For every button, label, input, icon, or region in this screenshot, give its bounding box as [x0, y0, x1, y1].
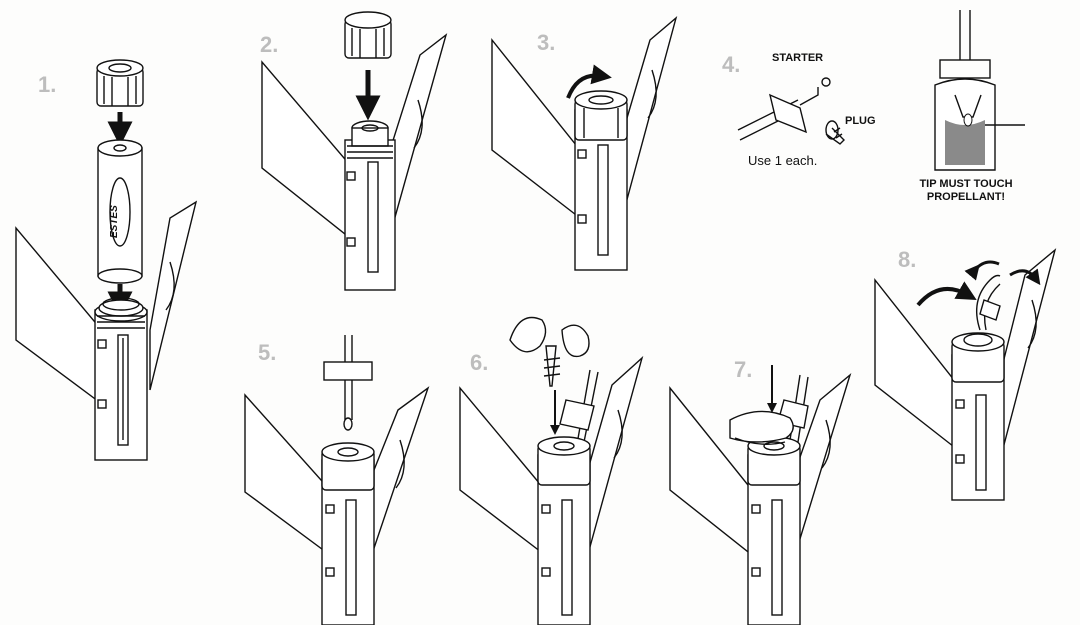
rotate-arrow [566, 64, 612, 99]
starter-label: STARTER [772, 52, 824, 64]
fin-can [244, 386, 430, 625]
igniter-starter [737, 77, 831, 141]
tip-warning-line1: TIP MUST TOUCH [919, 178, 1013, 190]
igniter-plug [825, 120, 845, 145]
plug-label: PLUG [845, 115, 876, 127]
step4-illustration [737, 10, 1025, 171]
step-number-6: 6. [470, 350, 489, 375]
engine-cylinder: ESTES [97, 139, 143, 284]
step-number-3: 3. [537, 30, 556, 55]
step-number-1: 1. [38, 72, 57, 97]
step8-illustration [874, 248, 1057, 501]
step-number-7: 7. [734, 357, 753, 382]
engine-cutaway [934, 10, 1025, 171]
fin-can [15, 200, 198, 461]
curved-arrow [916, 281, 977, 307]
step3-illustration [491, 16, 678, 271]
fin-can [874, 248, 1057, 501]
finger-pressing [729, 410, 794, 445]
igniter-inserting [323, 335, 373, 431]
tip-warning-line2: PROPELLANT! [926, 191, 1006, 203]
step-number-2: 2. [260, 32, 279, 57]
step7-illustration [669, 365, 852, 625]
fingers-holding-plug [509, 316, 590, 387]
retainer-cap [96, 59, 144, 107]
step-number-4: 4. [722, 52, 741, 77]
fin-can [669, 372, 852, 625]
step2-illustration [261, 11, 448, 291]
retainer-cap [344, 11, 392, 59]
step5-illustration [244, 335, 430, 625]
fin-can [261, 33, 448, 291]
curved-arrow [964, 260, 1000, 281]
step6-illustration [459, 316, 644, 625]
fin-can [491, 16, 678, 271]
use-each-label: Use 1 each. [748, 153, 818, 168]
svg-text:ESTES: ESTES [109, 205, 120, 238]
tip-warning: TIP MUST TOUCH PROPELLANT! [906, 178, 1026, 204]
step-number-8: 8. [898, 247, 917, 272]
step1-illustration: ESTES [15, 59, 198, 461]
fin-can [459, 355, 644, 625]
curved-arrow [1009, 268, 1041, 286]
step-number-5: 5. [258, 340, 277, 365]
